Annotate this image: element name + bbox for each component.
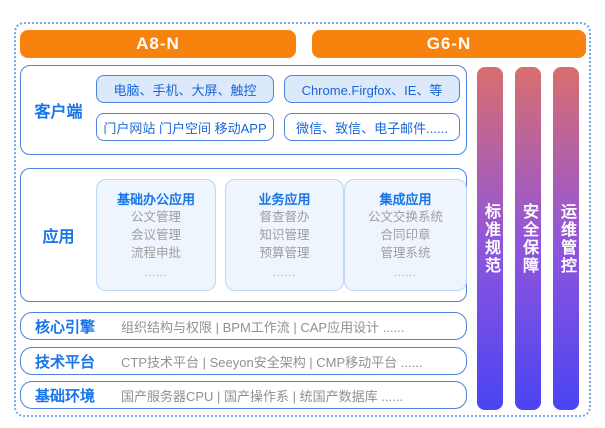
card-title: 集成应用	[379, 192, 432, 207]
card-basic-office-apps: 基础办公应用 公文管理 会议管理 流程申批 ......	[96, 179, 216, 291]
base-environment-row: 基础环境 国产服务器CPU | 国产操作系 | 统国产数据库 ......	[20, 381, 467, 409]
pillar-operations-label: 运维管控	[558, 202, 575, 275]
card-business-apps: 业务应用 督查督办 知识管理 预算管理 ......	[225, 179, 344, 291]
core-engine-row: 核心引擎 组织结构与权限 | BPM工作流 | CAP应用设计 ......	[20, 312, 467, 340]
tech-platform-content: CTP技术平台 | Seeyon安全架构 | CMP移动平台 ......	[121, 354, 423, 370]
card-item: 预算管理	[259, 246, 310, 260]
diagram-frame	[14, 22, 591, 417]
application-layer-box: 应用 基础办公应用 公文管理 会议管理 流程申批 ...... 业务应用 督查督…	[20, 168, 467, 302]
header-g6n: G6-N	[312, 30, 586, 58]
header-a8n: A8-N	[20, 30, 296, 58]
card-title: 基础办公应用	[116, 192, 195, 207]
core-engine-content: 组织结构与权限 | BPM工作流 | CAP应用设计 ......	[121, 319, 405, 335]
card-ellipsis: ......	[394, 268, 417, 279]
client-layer-label: 客户端	[34, 104, 83, 121]
pillar-operations: 运维管控	[553, 67, 579, 410]
core-engine-label: 核心引擎	[35, 318, 96, 336]
card-item: 督查督办	[259, 210, 310, 224]
card-title: 业务应用	[258, 192, 311, 207]
client-pill-messaging: 微信、致信、电子邮件......	[284, 113, 460, 141]
client-pill-portals: 门户网站 门户空间 移动APP	[96, 113, 274, 141]
base-environment-label: 基础环境	[35, 387, 96, 405]
client-layer-box: 客户端 电脑、手机、大屏、触控 Chrome.Firgfox、IE、等 门户网站…	[20, 65, 467, 155]
client-pill-devices: 电脑、手机、大屏、触控	[96, 75, 274, 103]
tech-platform-row: 技术平台 CTP技术平台 | Seeyon安全架构 | CMP移动平台 ....…	[20, 347, 467, 375]
card-ellipsis: ......	[144, 268, 168, 279]
card-ellipsis: ......	[273, 268, 296, 279]
card-item: 公文交换系统	[367, 210, 443, 224]
card-item: 合同印章	[380, 228, 431, 242]
card-item: 管理系统	[380, 246, 431, 260]
pillar-security-label: 安全保障	[520, 202, 537, 275]
application-layer-label: 应用	[42, 229, 75, 246]
card-item: 公文管理	[130, 210, 181, 224]
pillar-standards: 标准规范	[477, 67, 503, 410]
card-integrated-apps: 集成应用 公文交换系统 合同印章 管理系统 ......	[344, 179, 467, 291]
card-item: 会议管理	[130, 228, 181, 242]
card-item: 流程申批	[130, 246, 181, 260]
card-item: 知识管理	[259, 228, 310, 242]
tech-platform-label: 技术平台	[35, 353, 96, 371]
base-environment-content: 国产服务器CPU | 国产操作系 | 统国产数据库 ......	[121, 388, 403, 404]
pillar-standards-label: 标准规范	[482, 202, 499, 275]
pillar-security: 安全保障	[515, 67, 541, 410]
client-pill-browsers: Chrome.Firgfox、IE、等	[284, 75, 460, 103]
